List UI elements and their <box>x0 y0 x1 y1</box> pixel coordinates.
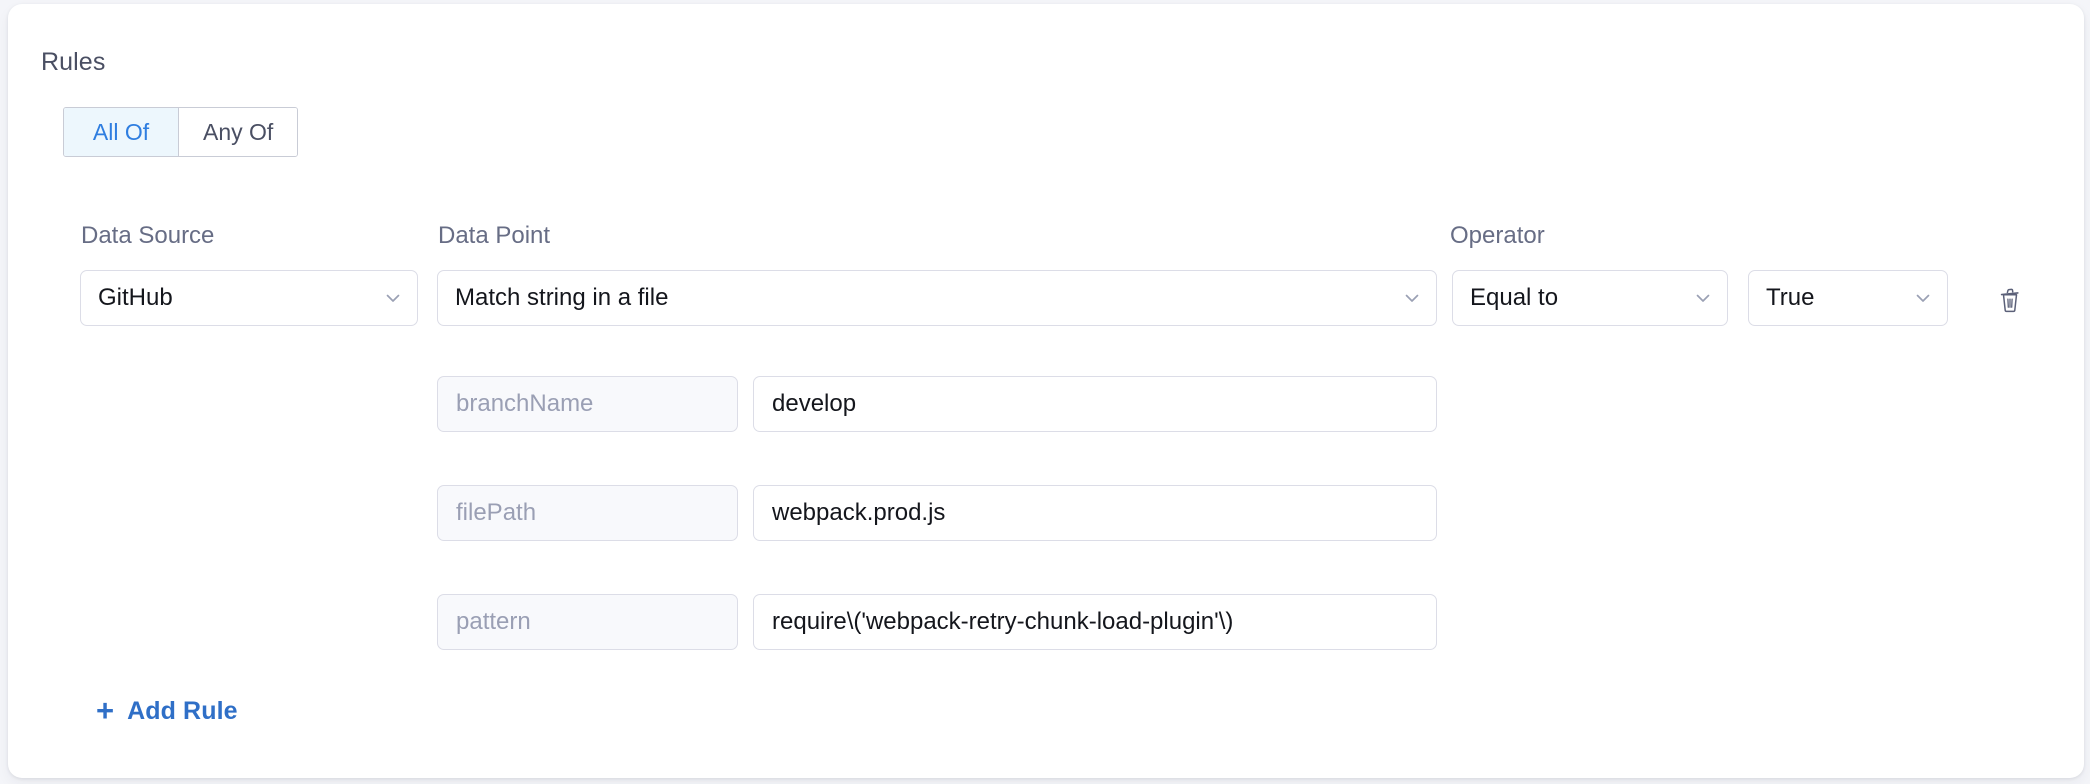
param-value-field[interactable]: develop <box>753 376 1437 432</box>
param-key-field[interactable]: branchName <box>437 376 738 432</box>
chevron-down-icon <box>1913 288 1933 308</box>
chevron-down-icon <box>1693 288 1713 308</box>
data-point-label: Data Point <box>438 222 551 249</box>
plus-icon: + <box>96 693 115 728</box>
add-rule-label: Add Rule <box>127 697 238 725</box>
data-source-label: Data Source <box>81 222 215 249</box>
segmented-divider <box>178 108 179 156</box>
match-mode-all-of-label: All Of <box>92 118 150 145</box>
chevron-down-icon <box>383 288 403 308</box>
param-value-field[interactable]: webpack.prod.js <box>753 485 1437 541</box>
delete-rule-button[interactable] <box>1990 281 2030 321</box>
param-key-field[interactable]: pattern <box>437 594 738 650</box>
data-point-value: Match string in a file <box>455 284 669 311</box>
boolean-value-select[interactable]: True <box>1748 270 1948 326</box>
add-rule-button[interactable]: + Add Rule <box>96 693 238 728</box>
operator-value: Equal to <box>1470 284 1559 311</box>
operator-label: Operator <box>1450 222 1545 249</box>
param-key-field[interactable]: filePath <box>437 485 738 541</box>
chevron-down-icon <box>1402 288 1422 308</box>
match-mode-any-of-label: Any Of <box>203 118 274 145</box>
rules-card: Rules All Of Any Of Data Source Data Poi… <box>8 4 2084 778</box>
param-row: branchName develop <box>8 376 2084 432</box>
param-value-field[interactable]: require\('webpack-retry-chunk-load-plugi… <box>753 594 1437 650</box>
trash-icon <box>1993 282 2027 321</box>
data-source-value: GitHub <box>98 284 173 311</box>
boolean-value: True <box>1766 284 1815 311</box>
operator-select[interactable]: Equal to <box>1452 270 1728 326</box>
data-source-select[interactable]: GitHub <box>80 270 418 326</box>
page-title: Rules <box>41 48 106 76</box>
param-row: pattern require\('webpack-retry-chunk-lo… <box>8 594 2084 650</box>
match-mode-any-of[interactable]: Any Of <box>179 108 298 156</box>
data-point-select[interactable]: Match string in a file <box>437 270 1437 326</box>
match-mode-all-of[interactable]: All Of <box>64 108 178 156</box>
match-mode-segmented-control: All Of Any Of <box>63 107 299 157</box>
param-row: filePath webpack.prod.js <box>8 485 2084 541</box>
